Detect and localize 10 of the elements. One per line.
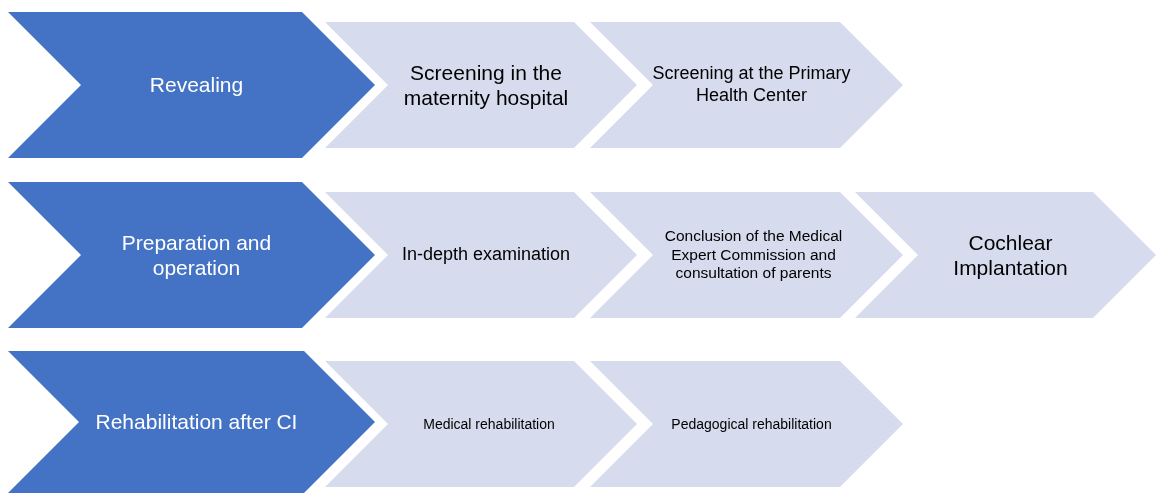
step-label: Cochlear Implantation [952, 229, 1069, 281]
step-label: Revealing [149, 72, 244, 98]
step-label: Medical rehabilitation [423, 415, 555, 433]
step-label: In-depth examination [401, 244, 571, 266]
step-label: Preparation and operation [120, 229, 273, 281]
step-label: Rehabilitation after CI [95, 409, 298, 435]
step-label: Screening in the maternity hospital [402, 59, 570, 111]
step-label: Pedagogical rehabilitation [671, 415, 832, 433]
step-label: Conclusion of the Medical Expert Commission and consultation of parents [663, 227, 844, 283]
step-label: Screening at the Primary Health Center [651, 63, 852, 107]
